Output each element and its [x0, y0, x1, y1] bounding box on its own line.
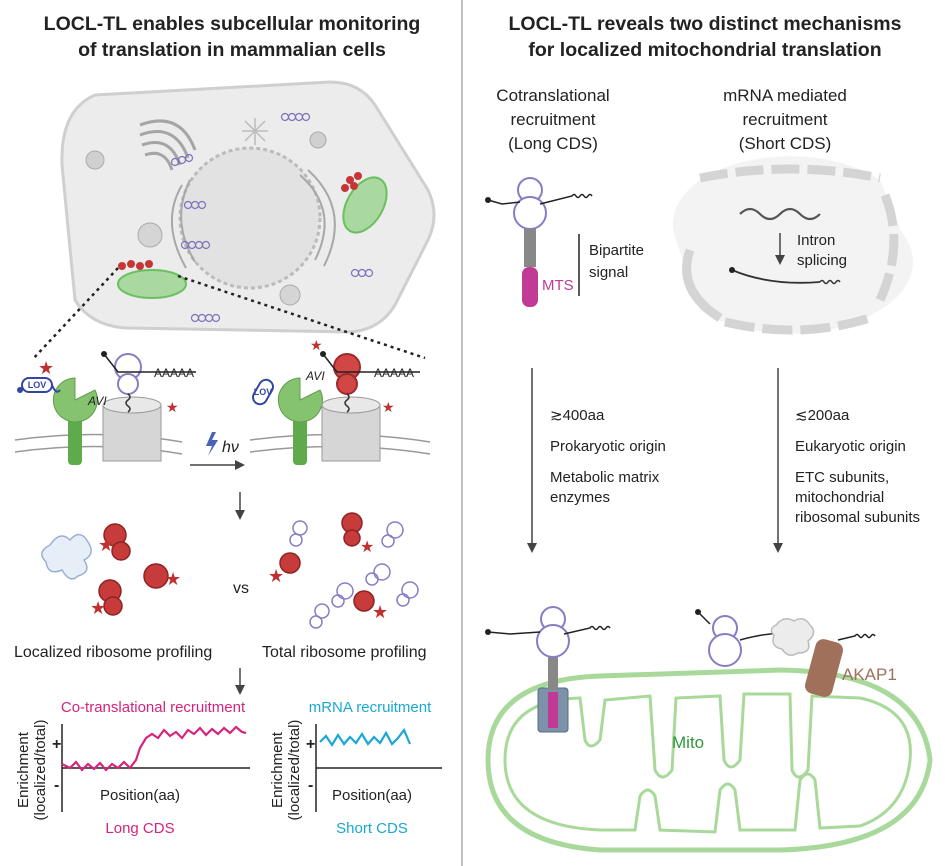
akap1-label: AKAP1 — [842, 665, 897, 684]
polysomes — [170, 112, 374, 323]
biotin-star-icon: ★ — [310, 337, 323, 353]
col1-head-2: recruitment — [510, 110, 595, 129]
mrna-caption: Short CDS — [336, 820, 408, 837]
lov-label-1: LOV — [28, 380, 47, 390]
mrna-xlabel: Position(aa) — [332, 787, 412, 804]
col2-head-3: (Short CDS) — [739, 134, 832, 153]
svg-text:★: ★ — [98, 535, 114, 555]
mito-label: Mito — [672, 733, 704, 752]
polya-label-1: AAAAA — [154, 366, 194, 380]
mitochondrion-top — [341, 172, 388, 234]
bipartite-label-2: signal — [589, 264, 628, 281]
mrna-plus: + — [306, 736, 315, 753]
mrna-plot: mRNA recruitment + - Position(aa) Enrich… — [269, 699, 442, 837]
col1-head-1: Cotranslational — [496, 86, 609, 105]
total-profiling-label: Total ribosome profiling — [262, 644, 427, 661]
bipartite-label-1: Bipartite — [589, 242, 644, 259]
construct-before: LOV AVI AAAAA ★ ★ — [17, 351, 196, 465]
col2-prop-5: ribosomal subunits — [795, 509, 920, 526]
cotrans-plus: + — [52, 736, 61, 753]
membrane-left — [14, 433, 183, 455]
avi-label-1: AVI — [87, 394, 107, 408]
cotrans-caption: Long CDS — [105, 820, 174, 837]
biotin-star-icon: ★ — [166, 399, 179, 415]
mitochondrion-highlight — [117, 260, 187, 299]
polya-label-2: AAAAA — [374, 366, 414, 380]
svg-text:★: ★ — [165, 569, 181, 589]
er-membranes — [171, 169, 336, 269]
cotrans-plot-title: Co-translational recruitment — [61, 699, 246, 716]
cell-illustration — [60, 80, 436, 334]
total-ribosomes — [289, 520, 419, 629]
lov-label-2: LOV — [254, 387, 273, 397]
localized-profiling-label: Localized ribosome profiling — [14, 644, 212, 661]
col2-prop-1: ≲200aa — [795, 407, 850, 424]
svg-text:★: ★ — [372, 602, 388, 622]
col2-head-1: mRNA mediated — [723, 86, 847, 105]
left-title-line1: LOCL-TL enables subcellular monitoring — [44, 13, 421, 35]
mts-label: MTS — [542, 277, 574, 294]
biotin-star-icon: ★ — [382, 399, 395, 415]
svg-text:★: ★ — [90, 598, 106, 618]
col2-prop-2: Eukaryotic origin — [795, 438, 906, 455]
right-title-line1: LOCL-TL reveals two distinct mechanisms — [509, 13, 902, 35]
intron-label-1: Intron — [797, 232, 835, 249]
light-label: hν — [222, 439, 239, 456]
lightning-icon — [206, 432, 218, 456]
cotrans-minus: - — [54, 777, 59, 794]
col2-head-2: recruitment — [742, 110, 827, 129]
akap1-complex: AKAP1 — [695, 609, 897, 697]
nucleus-splicing: Intron splicing — [672, 156, 914, 335]
col1-prop-1: ≳400aa — [550, 407, 605, 424]
cotrans-enrichment-line — [61, 725, 247, 772]
centrosome-icon — [242, 118, 268, 145]
right-title-line2: for localized mitochondrial translation — [528, 39, 881, 61]
intron-label-2: splicing — [797, 252, 847, 269]
mts-import-complex — [485, 606, 611, 733]
construct-after: LOV AVI AAAAA ★ ★ — [252, 337, 420, 465]
total-ribosomes-red: ★ ★ ★ — [268, 512, 388, 622]
col2-prop-4: mitochondrial — [795, 489, 884, 506]
cristae — [503, 692, 912, 834]
vs-label: vs — [233, 580, 249, 597]
col1-prop-2: Prokaryotic origin — [550, 438, 666, 455]
mrna-ylabel-2: (localized/total) — [286, 720, 303, 821]
cotrans-plot: Co-translational recruitment + - Positio… — [15, 699, 250, 837]
localized-ribosomes: ★ ★ ★ — [41, 523, 181, 618]
light-activation: hν — [190, 432, 245, 470]
mrna-enrichment-line — [319, 727, 412, 748]
zoom-line-right — [177, 274, 426, 360]
col2-prop-3: ETC subunits, — [795, 469, 889, 486]
biotin-star-icon: ★ — [38, 358, 54, 378]
mrna-plot-title: mRNA recruitment — [309, 699, 432, 716]
mrna-minus: - — [308, 777, 313, 794]
mrna-ylabel-1: Enrichment — [269, 731, 286, 808]
svg-text:★: ★ — [268, 566, 284, 586]
cotrans-ylabel-1: Enrichment — [15, 731, 32, 808]
col1-prop-3: Metabolic matrix — [550, 469, 660, 486]
col1-prop-4: enzymes — [550, 489, 610, 506]
svg-text:★: ★ — [360, 539, 374, 556]
cotrans-ribosome: Bipartite signal MTS — [485, 177, 644, 307]
col1-head-3: (Long CDS) — [508, 134, 598, 153]
avi-label-2: AVI — [305, 369, 325, 383]
cotrans-xlabel: Position(aa) — [100, 787, 180, 804]
left-title-line2: of translation in mammalian cells — [78, 39, 386, 61]
cotrans-ylabel-2: (localized/total) — [32, 720, 49, 821]
